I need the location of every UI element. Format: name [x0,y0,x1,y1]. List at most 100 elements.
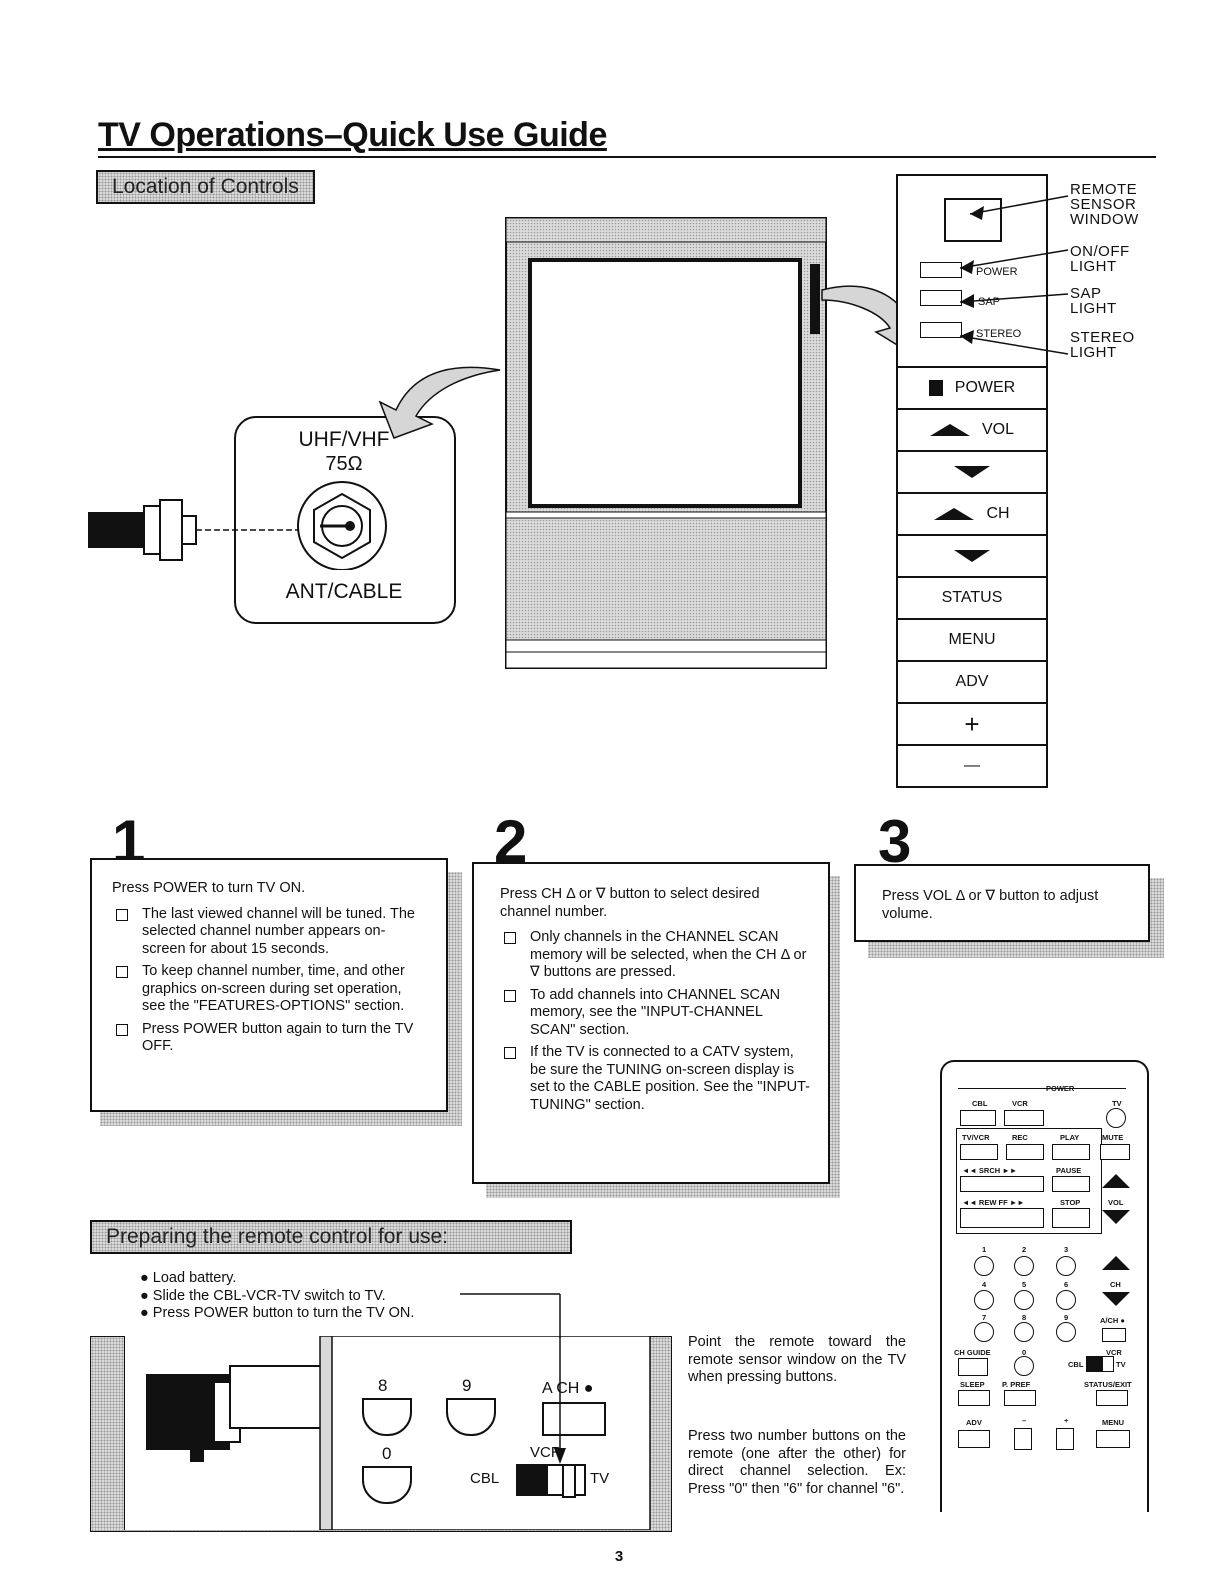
remote-sensor-window-label: REMOTE SENSOR WINDOW [1070,181,1139,228]
remote-pref-button[interactable] [1004,1390,1036,1406]
stereo-light-side-label: STEREO LIGHT [1070,329,1135,361]
step-2-item: If the TV is connected to a CATV system,… [500,1044,810,1114]
ohms-label: 75Ω [325,453,363,475]
remote-vcr-switch-label: VCR [1106,1348,1122,1357]
remote-tvvcr-button[interactable] [960,1144,998,1160]
remote-minus-label: – [1022,1416,1027,1425]
remote-stop-button[interactable] [1052,1208,1090,1228]
remote-3-button[interactable] [1056,1256,1076,1276]
panel-ch-up-button[interactable]: CH [898,492,1046,534]
remote-vol-up-icon[interactable] [1102,1174,1130,1188]
remote-sleep-button[interactable] [958,1390,990,1406]
remote-1-label: 1 [982,1245,987,1254]
remote-7-label: 7 [982,1313,987,1322]
remote-rewff-button[interactable] [960,1208,1044,1228]
panel-vol-up-button[interactable]: VOL [898,408,1046,450]
step-1-intro: Press POWER to turn TV ON. [112,880,306,896]
remote-6-label: 6 [1064,1280,1069,1289]
panel-ch-down-button[interactable] [898,534,1046,576]
remote-mute-button[interactable] [1100,1144,1130,1160]
remote-vcr-button[interactable] [1004,1110,1044,1126]
remote-cbl-label: CBL [972,1099,988,1108]
remote-plus-label: + [1064,1416,1069,1425]
remote-play-label: PLAY [1060,1133,1080,1142]
remote-pause-label: PAUSE [1056,1166,1082,1175]
remote-ch-down-icon[interactable] [1102,1292,1130,1306]
cable-icon [88,512,144,548]
remote-tv-power-button[interactable] [1106,1108,1126,1128]
closeup-9-label: 9 [462,1376,472,1395]
battery-icon [229,1365,337,1429]
remote-srch-button[interactable] [960,1176,1044,1192]
panel-vol-down-button[interactable] [898,450,1046,492]
curved-arrow-icon [378,366,501,439]
panel-plus-button[interactable]: + [898,702,1046,744]
closeup-0-label: 0 [382,1444,392,1463]
remote-4-button[interactable] [974,1290,994,1310]
remote-5-button[interactable] [1014,1290,1034,1310]
panel-adv-button[interactable]: ADV [898,660,1046,702]
triangle-down-icon [954,550,990,562]
remote-1-button[interactable] [974,1256,994,1276]
remote-ch-up-icon[interactable] [1102,1256,1130,1270]
power-light [920,262,962,278]
triangle-up-icon [929,424,970,436]
page-title: TV Operations–Quick Use Guide [98,116,607,154]
remote-7-button[interactable] [974,1322,994,1342]
remote-chguide-button[interactable] [958,1358,988,1376]
remote-vol-down-icon[interactable] [1102,1210,1130,1224]
closeup-vcr-label: VCR [530,1444,562,1461]
remote-sensor-window [944,198,1002,242]
remote-chguide-label: CH GUIDE [954,1348,991,1357]
remote-statusexit-button[interactable] [1096,1390,1128,1406]
remote-6-button[interactable] [1056,1290,1076,1310]
panel-power-button[interactable]: POWER [898,366,1046,408]
remote-ach-button[interactable] [1102,1328,1126,1342]
remote-menu-button[interactable] [1096,1430,1130,1448]
mode-switch-slot [1087,1357,1103,1371]
tv-front-drawing [505,217,827,669]
step-1-box: Press POWER to turn TV ON. The last view… [90,858,448,1112]
remote-8-button[interactable] [1014,1322,1034,1342]
switch-knob[interactable] [562,1464,576,1498]
remote-minus-button[interactable] [1014,1428,1032,1450]
remote-mode-switch[interactable] [1086,1356,1114,1372]
remote-play-button[interactable] [1052,1144,1090,1160]
remote-bullet-list: ● Load battery. ● Slide the CBL-VCR-TV s… [140,1270,414,1323]
remote-9-label: 9 [1064,1313,1069,1322]
cbl-vcr-tv-switch[interactable] [516,1464,586,1498]
panel-menu-button[interactable]: MENU [898,618,1046,660]
closeup-8-button[interactable] [362,1398,412,1436]
switch-callout-line [460,1293,561,1338]
remote-pause-button[interactable] [1052,1176,1090,1192]
step-2-number: 2 [494,808,528,875]
remote-0-button[interactable] [1014,1356,1034,1376]
step-3-number: 3 [878,808,912,875]
panel-status-button[interactable]: STATUS [898,576,1046,618]
closeup-9-button[interactable] [446,1398,496,1436]
remote-9-button[interactable] [1056,1322,1076,1342]
direct-channel-instruction: Press two number buttons on the remote (… [688,1428,906,1497]
uhf-vhf-label: UHF/VHF [298,428,390,451]
title-rule [98,156,1156,158]
remote-5-label: 5 [1022,1280,1027,1289]
closeup-ach-button[interactable] [542,1402,606,1436]
remote-pref-label: P. PREF [1002,1380,1031,1389]
remote-bullet: ● Load battery. [140,1270,237,1286]
stereo-light-label: STEREO [976,328,1022,340]
remote-cbl-switch-label: CBL [1068,1360,1084,1369]
remote-2-label: 2 [1022,1245,1027,1254]
remote-0-label: 0 [1022,1348,1027,1357]
closeup-0-button[interactable] [362,1466,412,1504]
stereo-light [920,322,962,338]
remote-adv-button[interactable] [958,1430,990,1448]
panel-minus-button[interactable]: — [898,744,1046,786]
closeup-tv-label: TV [590,1470,610,1487]
remote-tv-label: TV [1112,1099,1122,1108]
on-off-light-label: ON/OFF LIGHT [1070,243,1130,275]
remote-cbl-button[interactable] [960,1110,996,1126]
remote-plus-button[interactable] [1056,1428,1074,1450]
remote-2-button[interactable] [1014,1256,1034,1276]
location-of-controls-label: Location of Controls [96,170,315,204]
remote-rec-button[interactable] [1006,1144,1044,1160]
